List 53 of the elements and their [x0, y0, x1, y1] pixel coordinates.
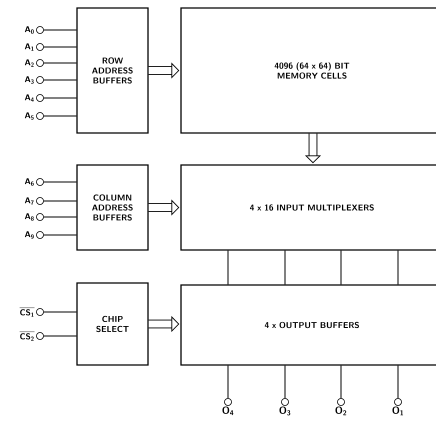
pin-line	[43, 216, 77, 218]
pin-circle	[36, 26, 44, 34]
block-box	[76, 7, 149, 134]
pin-line	[43, 200, 77, 202]
pin-circle	[337, 398, 345, 406]
pin-line	[43, 62, 77, 64]
pin-circle	[36, 112, 44, 120]
pin-label: A$_{6}$	[24, 178, 34, 186]
pin-label: A$_{4}$	[24, 94, 34, 102]
pin-label: A$_{7}$	[24, 197, 34, 205]
pin-line	[340, 365, 342, 399]
pin-label: A$_{1}$	[24, 43, 34, 51]
pin-circle	[36, 76, 44, 84]
pin-circle	[281, 398, 289, 406]
block-label: CHIP SELECT	[96, 316, 129, 332]
pin-label: A$_{0}$	[24, 26, 34, 34]
block-box	[180, 164, 436, 251]
pin-label: O$_{2}$	[336, 406, 346, 416]
block-label: 4096 (64 x 64) BIT MEMORY CELLS	[274, 62, 350, 79]
pin-label: O$_{3}$	[280, 406, 290, 416]
pin-label: A$_{9}$	[24, 231, 34, 239]
pin-circle	[224, 398, 232, 406]
pin-line	[284, 365, 286, 399]
pin-circle	[36, 94, 44, 102]
pin-label: O$_{1}$	[392, 406, 404, 416]
bus-line	[284, 250, 286, 285]
pin-circle	[36, 213, 44, 221]
block-box	[76, 282, 149, 366]
block-label: 4 x 16 INPUT MULTIPLEXERS	[250, 204, 374, 211]
pin-circle	[394, 398, 402, 406]
block-box	[180, 7, 436, 134]
pin-circle	[36, 43, 44, 51]
pin-circle	[36, 231, 44, 239]
pin-label: A$_{5}$	[24, 112, 34, 120]
pin-label: A$_{2}$	[24, 59, 34, 67]
pin-label: CS$_{1}$	[19, 308, 35, 317]
block-label: COLUMN ADDRESS BUFFERS	[92, 194, 133, 221]
pin-label: CS$_{2}$	[19, 332, 35, 341]
pin-label: A$_{3}$	[24, 76, 34, 84]
block-box	[180, 284, 436, 366]
pin-circle	[36, 59, 44, 67]
pin-label: A$_{8}$	[24, 213, 34, 221]
block-label: 4 x OUTPUT BUFFERS	[264, 322, 359, 328]
pin-circle	[36, 308, 44, 316]
pin-circle	[36, 332, 44, 340]
pin-circle	[36, 178, 44, 186]
bus-line	[340, 250, 342, 285]
pin-circle	[36, 197, 44, 205]
pin-label: O$_{4}$	[222, 406, 234, 416]
block-label: ROW ADDRESS BUFFERS	[92, 57, 133, 84]
pin-line	[43, 46, 77, 48]
pin-line	[43, 234, 77, 236]
block-box	[76, 164, 149, 251]
